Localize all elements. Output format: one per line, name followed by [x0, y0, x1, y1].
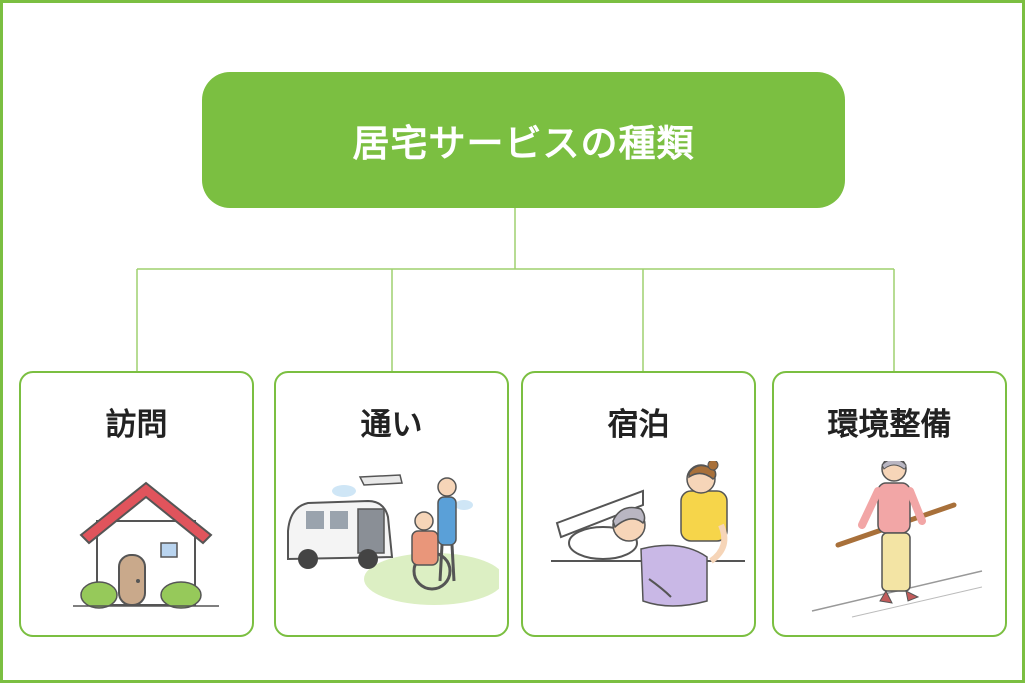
van-wheelchair-icon	[287, 474, 499, 605]
category-card-daycare: 通い	[274, 371, 509, 637]
category-card-visit: 訪問	[19, 371, 254, 637]
root-node: 居宅サービスの種類	[202, 72, 845, 208]
category-card-stay: 宿泊	[521, 371, 756, 637]
root-title: 居宅サービスの種類	[352, 122, 695, 165]
category-label: 環境整備	[827, 407, 952, 443]
category-label: 通い	[360, 407, 423, 443]
house-icon	[73, 481, 219, 609]
category-label: 宿泊	[607, 407, 670, 443]
handrail-walking-icon	[811, 461, 983, 618]
caregiver-bed-icon	[551, 461, 745, 607]
category-card-environment: 環境整備	[772, 371, 1007, 637]
category-label: 訪問	[105, 407, 168, 443]
